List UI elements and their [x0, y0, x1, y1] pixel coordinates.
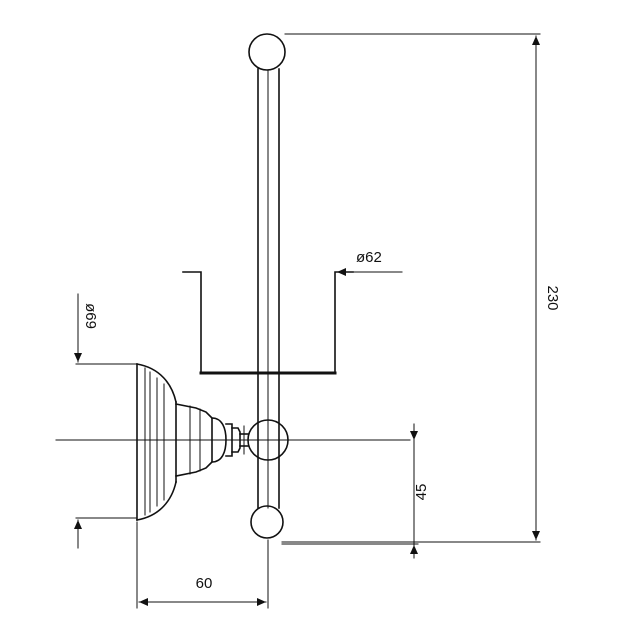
- dimension-lower-offset: 45: [410, 423, 430, 559]
- dimension-lower-offset-label: 45: [413, 484, 430, 501]
- dimension-projection-label: 60: [196, 575, 213, 592]
- dimension-height: 230: [532, 35, 561, 541]
- dimension-holder-diameter-label: ø62: [356, 249, 382, 266]
- top-knob: [248, 33, 286, 71]
- vertical-rod: [257, 68, 280, 509]
- dimension-height-label: 230: [544, 285, 561, 310]
- dimension-holder-diameter: ø62: [336, 249, 403, 276]
- dimension-flange-diameter: ø69: [74, 293, 99, 549]
- wall-flange: [136, 363, 177, 521]
- extension-lines: [75, 33, 541, 609]
- dimension-projection: 60: [138, 575, 267, 606]
- bottom-knob: [250, 505, 284, 539]
- dimension-flange-diameter-label: ø69: [82, 303, 99, 329]
